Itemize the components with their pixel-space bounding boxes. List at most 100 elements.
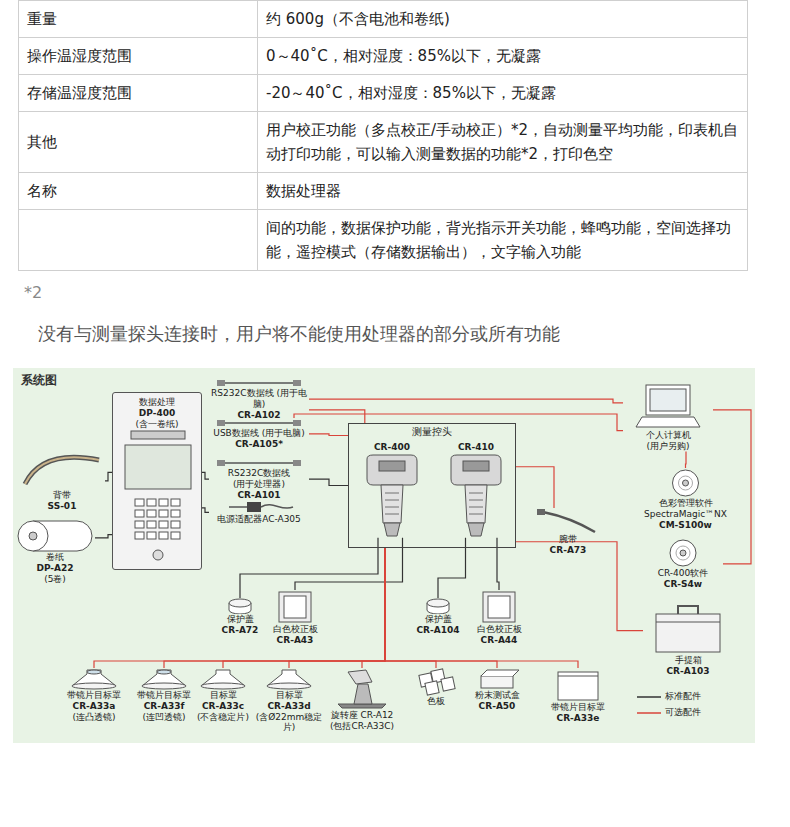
part-illustration <box>533 508 603 534</box>
part-label: 数据处理 <box>113 397 201 408</box>
part-illustration <box>15 518 95 552</box>
legend-row: 标准配件 <box>635 690 701 703</box>
icon-stroke <box>293 420 301 426</box>
connector-line <box>309 434 348 436</box>
table-cell: 0～40˚C，相对湿度：85%以下，无凝露 <box>258 38 748 75</box>
part-label: CR-A33c <box>195 701 251 712</box>
icon-stroke <box>441 677 455 691</box>
icon-stroke <box>201 683 245 689</box>
part-illustration <box>195 668 251 690</box>
table-cell <box>19 210 258 271</box>
icon-stroke <box>425 681 439 695</box>
part-label: 卷纸 <box>15 552 95 563</box>
part-label: 目标罩 <box>251 690 327 701</box>
part-label: SpectraMagic™NX <box>623 509 748 520</box>
part-label: CR-A104 <box>413 625 463 636</box>
icon-stroke <box>543 512 595 532</box>
group-box: 测量控头 CR-400 CR-410 <box>348 423 516 548</box>
icon-stroke <box>469 506 483 507</box>
icon-stroke <box>147 532 156 539</box>
icon-stroke <box>537 509 545 515</box>
part-node: 个人计算机(用户另购) <box>623 382 713 452</box>
part-illustration <box>441 453 511 538</box>
icon-stroke <box>25 457 99 484</box>
part-node: 白色校正板CR-A43 <box>265 590 325 646</box>
part-label: 带镜片目标罩 <box>543 702 613 713</box>
cell-text: 名称 <box>27 179 249 203</box>
icon-stroke <box>147 521 156 528</box>
table-cell: 重量 <box>19 1 258 38</box>
icon-stroke <box>229 506 247 508</box>
part-node: 旋转座 CR-A12(包括CR-A33C) <box>329 668 395 732</box>
table-cell: -20～40˚C，相对湿度：85%以下，无凝露 <box>258 75 748 112</box>
connector-line <box>497 538 499 590</box>
part-label: RS232C数据线 (用于电脑) <box>209 388 309 410</box>
part-label: (含Ø22mm稳定片) <box>251 712 327 734</box>
part-label: 目标罩 <box>195 690 251 701</box>
icon-stroke <box>558 672 598 700</box>
system-diagram: 系统图数据处理DP-400(含一卷纸)背带SS-01卷纸DP-A22(5卷)RS… <box>13 368 755 743</box>
part-label: CR-A103 <box>643 666 733 677</box>
table-row: 存储温湿度范围-20～40˚C，相对湿度：85%以下，无凝露 <box>19 75 748 112</box>
part-label: 带镜片目标罩 <box>59 690 129 701</box>
icon-stroke <box>678 606 698 614</box>
part-label: CR-A50 <box>465 701 529 712</box>
part-label: CR-A105* <box>209 439 309 450</box>
part-label: 色彩管理软件 <box>623 498 748 509</box>
part-label: 电源适配器AC-A305 <box>209 514 309 525</box>
icon-stroke <box>385 499 399 500</box>
part-illustration <box>209 458 309 468</box>
part-node: 保护盖CR-A72 <box>218 598 262 636</box>
footnote-text: 没有与测量探头连接时，用户将不能使用处理器的部分或所有功能 <box>38 323 560 344</box>
icon-stroke <box>683 480 689 486</box>
part-node: CR-400软件CR-S4w <box>643 538 723 590</box>
connector-line <box>202 508 209 512</box>
table-cell: 名称 <box>19 173 258 210</box>
icon-stroke <box>468 523 484 536</box>
connector-line <box>516 542 643 631</box>
part-label: SS-01 <box>19 501 105 512</box>
icon-stroke <box>483 592 515 622</box>
part-label: 背带 <box>19 490 105 501</box>
part-node: USB数据线 (用于电脑)CR-A105* <box>209 418 309 450</box>
icon-stroke <box>131 431 185 439</box>
table-row: 间的功能，数据保护功能，背光指示开关功能，蜂鸣功能，空间选择功能，遥控模式（存储… <box>19 210 748 271</box>
icon-stroke <box>159 510 168 517</box>
icon-stroke <box>427 599 449 607</box>
part-illustration <box>129 668 199 690</box>
part-node: CR-400 <box>357 442 427 538</box>
icon-stroke <box>284 596 306 618</box>
part-illustration <box>218 598 262 614</box>
icon-stroke <box>293 380 301 386</box>
icon-stroke <box>225 462 293 464</box>
part-node: 色彩管理软件SpectraMagic™NXCM-S100w <box>623 468 748 530</box>
part-illustration <box>19 450 105 490</box>
part-label: CR-400 <box>357 442 427 453</box>
icon-stroke <box>488 596 510 618</box>
icon-stroke <box>147 510 156 517</box>
icon-stroke <box>87 670 101 674</box>
icon-stroke <box>135 499 144 506</box>
connector-line <box>685 452 687 468</box>
part-label: RS232C数据线 <box>209 468 309 479</box>
part-illustration <box>329 668 395 710</box>
legend-line <box>637 712 661 714</box>
icon-stroke <box>385 492 399 493</box>
part-illustration <box>643 600 733 655</box>
part-node: 数据处理DP-400(含一卷纸) <box>112 392 202 570</box>
icon-stroke <box>72 683 116 689</box>
cell-text: 其他 <box>27 130 249 154</box>
part-node: 带镜片目标罩CR-A33f(连凹透镜) <box>129 668 199 722</box>
part-label: 测量控头 <box>349 424 515 438</box>
part-illustration <box>357 453 427 538</box>
part-label: CR-410 <box>441 442 511 453</box>
icon-stroke <box>147 499 156 506</box>
connector-line <box>516 467 554 508</box>
icon-stroke <box>157 670 171 674</box>
icon-stroke <box>385 513 399 514</box>
icon-stroke <box>159 532 168 539</box>
part-node: 白色校正板CR-A44 <box>469 590 529 646</box>
part-label: (连凹透镜) <box>129 712 199 723</box>
legend-text: 标准配件 <box>665 690 701 703</box>
icon-stroke <box>247 502 261 512</box>
